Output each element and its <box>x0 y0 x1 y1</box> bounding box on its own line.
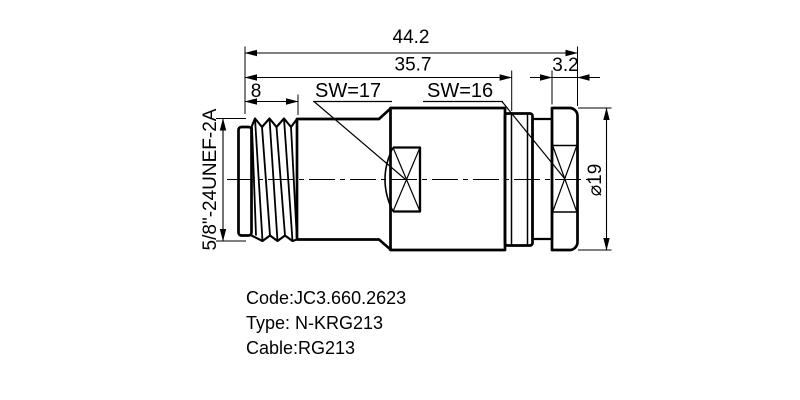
dim-body-length-label: 35.7 <box>395 55 432 76</box>
dimension-total-length: 44.2 <box>244 27 578 57</box>
note-cable: Cable:RG213 <box>246 338 355 358</box>
dimension-flange-thickness: 3.2 <box>530 55 600 81</box>
callout-sw-rear: SW=16 <box>423 80 565 179</box>
thread-crest-top <box>250 117 298 129</box>
rear-flange <box>550 106 579 252</box>
sw-front-label: SW=17 <box>315 80 381 102</box>
callout-sw-front: SW=17 <box>313 80 406 180</box>
connector-side-view <box>237 106 579 252</box>
sw-rear-label: SW=16 <box>427 80 493 102</box>
dimension-body-length: 35.7 <box>244 55 513 81</box>
hex-flat-arc <box>384 147 394 212</box>
dim-flange-diameter-label: ⌀19 <box>585 164 606 197</box>
thread-spec-label: 5/8"-24UNEF-2A <box>200 108 221 250</box>
dimension-flange-diameter: ⌀19 <box>585 107 610 251</box>
dim-total-length-label: 44.2 <box>393 27 430 48</box>
flange-outline <box>550 106 579 252</box>
dimension-thread-spec: 5/8"-24UNEF-2A <box>200 108 227 250</box>
hex-flat-rect <box>393 146 422 213</box>
note-type: Type: N-KRG213 <box>246 313 383 333</box>
mid-body-outline <box>295 107 392 251</box>
dim-flange-thickness-label: 3.2 <box>552 55 578 76</box>
hex-flat-front <box>384 146 422 213</box>
front-cap-ring <box>237 125 253 237</box>
dim-thread-length-label: 8 <box>251 81 262 102</box>
dimension-thread-length: 8 <box>244 81 299 105</box>
thread-crest-bottom <box>251 234 298 243</box>
note-code: Code:JC3.660.2623 <box>246 288 406 308</box>
notes-block: Code:JC3.660.2623 Type: N-KRG213 Cable:R… <box>246 288 406 358</box>
